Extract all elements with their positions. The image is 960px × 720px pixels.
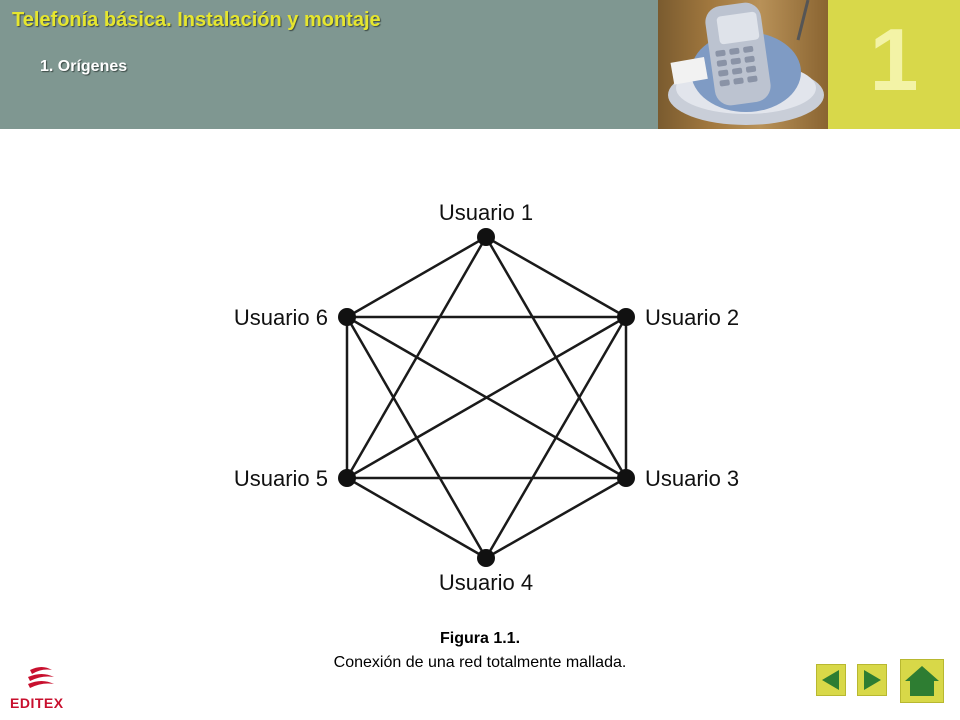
right-arrow-icon	[864, 670, 881, 690]
node-usuario-1	[477, 228, 495, 246]
home-button[interactable]	[900, 659, 944, 703]
previous-button[interactable]	[816, 664, 846, 696]
link-3-4	[485, 476, 627, 560]
link-4-5	[346, 476, 487, 560]
home-icon	[905, 666, 939, 696]
figure-caption-text: Conexión de una red totalmente mallada.	[333, 654, 627, 671]
mesh-network-diagram: Usuario 1 Usuario 2 Usuario 3 Usuario 4 …	[234, 200, 739, 595]
node-usuario-3	[617, 469, 635, 487]
link-1-6	[346, 235, 487, 319]
editex-logo-icon: EDITEX	[10, 667, 64, 711]
link-3-6	[346, 315, 627, 480]
phone-photo	[658, 0, 828, 129]
figure-caption-title: Figura 1.1.	[439, 630, 521, 647]
node-usuario-5	[338, 469, 356, 487]
page-title: Telefonía básica. Instalación y montaje	[12, 9, 381, 31]
link-4-6	[345, 316, 488, 559]
node-usuario-4	[477, 549, 495, 567]
chapter-number: 1	[869, 10, 919, 109]
header-bar: Telefonía básica. Instalación y montaje …	[0, 0, 658, 129]
section-title: 1. Orígenes	[40, 58, 128, 75]
next-button[interactable]	[857, 664, 887, 696]
label-usuario-4: Usuario 4	[439, 570, 533, 595]
label-usuario-6: Usuario 6	[234, 305, 328, 330]
node-usuario-6	[338, 308, 356, 326]
chapter-badge: 1	[828, 0, 960, 129]
phone-illustration	[668, 0, 824, 125]
label-usuario-1: Usuario 1	[439, 200, 533, 225]
link-1-2	[485, 235, 627, 319]
mesh-links	[345, 235, 628, 560]
logo-text: EDITEX	[10, 695, 64, 711]
editex-logo: EDITEX	[8, 664, 78, 712]
label-usuario-5: Usuario 5	[234, 466, 328, 491]
label-usuario-3: Usuario 3	[645, 466, 739, 491]
left-arrow-icon	[822, 670, 839, 690]
label-usuario-2: Usuario 2	[645, 305, 739, 330]
node-usuario-2	[617, 308, 635, 326]
